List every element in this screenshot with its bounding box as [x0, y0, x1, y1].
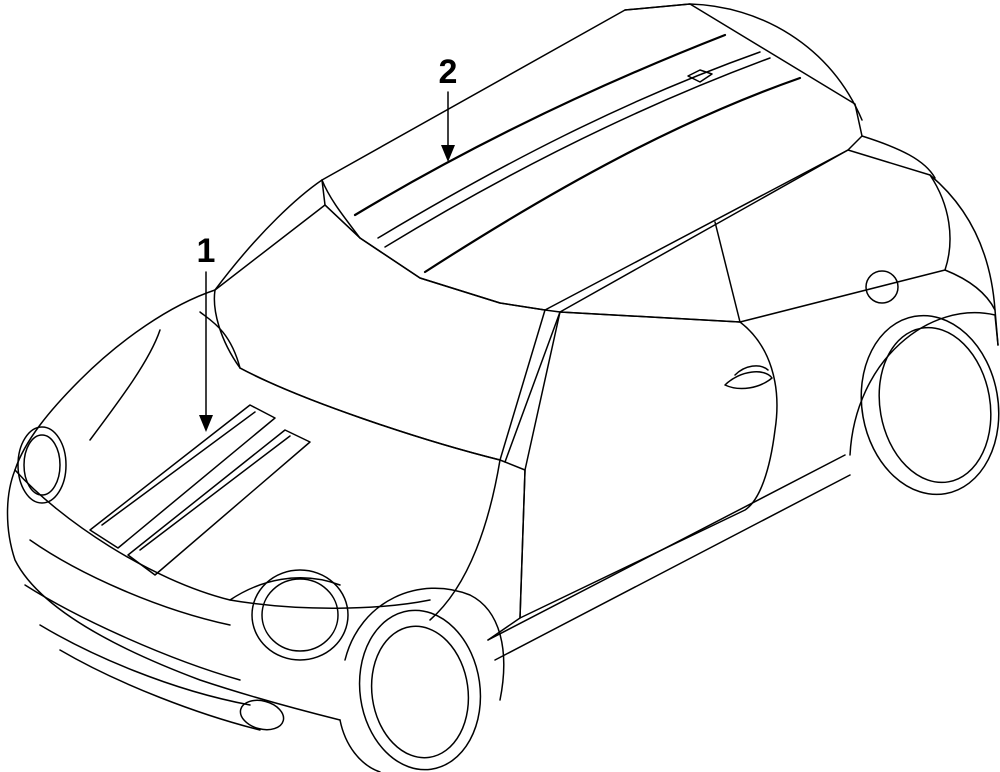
roof-stripes: [353, 33, 802, 274]
front-end: [6, 426, 349, 731]
rear-wheel: [849, 312, 1000, 496]
front-wheel: [339, 587, 505, 772]
callout-label-1: 1: [197, 232, 216, 270]
windshield: [213, 179, 561, 463]
callout-2: 2: [439, 53, 458, 162]
callout-2-arrowhead: [441, 145, 455, 162]
callout-1: 1: [197, 232, 216, 432]
side-windows: [559, 135, 951, 323]
roof: [321, 3, 863, 311]
body-side: [487, 174, 999, 661]
hood-stripes: [89, 404, 311, 576]
hood: [14, 289, 501, 621]
callout-label-2: 2: [439, 53, 458, 91]
door: [519, 311, 778, 619]
callout-1-arrowhead: [199, 415, 213, 432]
